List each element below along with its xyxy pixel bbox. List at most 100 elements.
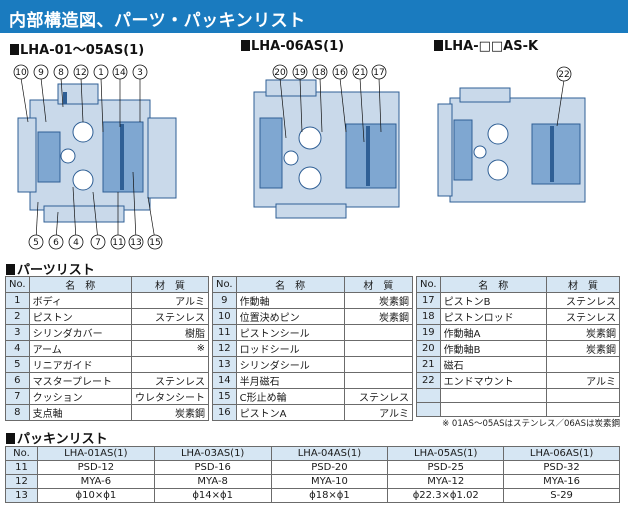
cell-name: ピストン — [28, 308, 133, 325]
callout: 5 — [33, 238, 39, 248]
table-row — [416, 402, 621, 417]
figure-title-k: LHA-□□AS-K — [434, 39, 538, 54]
col-header-name: 名 称 — [439, 276, 547, 293]
table-cell: S-29 — [503, 488, 620, 503]
cell-no: 9 — [212, 292, 237, 309]
cell-no: 8 — [5, 404, 30, 421]
figure-title-01-05: LHA-01～05AS(1) — [10, 39, 144, 58]
cell-no: 16 — [212, 404, 237, 421]
col-header-material: 材 質 — [545, 276, 621, 293]
callout: 9 — [38, 68, 44, 78]
cell-mat: アルミ — [343, 404, 414, 421]
packing-list-title: パッキンリスト — [6, 428, 108, 447]
cell-mat — [343, 356, 414, 373]
cell-mat: 炭素鋼 — [545, 340, 621, 357]
cell-mat — [131, 356, 209, 373]
col-header-no: No. — [212, 276, 237, 293]
table-cell: ϕ14×ϕ1 — [153, 488, 272, 503]
table-cell: MYA-16 — [503, 474, 620, 489]
cell-name: 作動軸 — [235, 292, 345, 309]
col-header: LHA-06AS(1) — [503, 446, 620, 461]
cell-name: 半月磁石 — [235, 372, 345, 389]
cell-mat — [545, 402, 621, 417]
cell-name: 作動軸A — [439, 324, 547, 341]
cell-name: ピストンB — [439, 292, 547, 309]
cell-name: マスタープレート — [28, 372, 133, 389]
cell-mat: アルミ — [131, 292, 209, 309]
table-cell: ϕ22.3×ϕ1.02 — [387, 488, 505, 503]
table-cell: PSD-12 — [36, 460, 155, 475]
cell-name — [439, 402, 547, 417]
callout: 16 — [334, 68, 346, 78]
callout: 3 — [137, 68, 143, 78]
col-header-name: 名 称 — [235, 276, 345, 293]
parts-list-title: パーツリスト — [6, 259, 95, 278]
page-banner: 内部構造図、パーツ・パッキンリスト — [0, 0, 628, 33]
cell-name — [439, 388, 547, 403]
table-cell: PSD-20 — [270, 460, 389, 475]
cell-no: 4 — [5, 340, 30, 357]
cell-name: 支点軸 — [28, 404, 133, 421]
col-header-material: 材 質 — [131, 276, 209, 293]
cell-no — [416, 388, 441, 403]
cell-no: 15 — [212, 388, 237, 405]
cell-mat — [343, 340, 414, 357]
cell-no: 10 — [212, 308, 237, 325]
table-cell: PSD-16 — [153, 460, 272, 475]
cell-no: 21 — [416, 356, 441, 373]
callout: 14 — [114, 68, 126, 78]
cell-no — [416, 402, 441, 417]
cell-name: 作動軸B — [439, 340, 547, 357]
cell-no: 7 — [5, 388, 30, 405]
cross-section-drawing-01-05: 10 9 8 12 1 14 3 5 6 4 7 11 13 15 — [13, 64, 177, 250]
callout: 11 — [112, 238, 123, 248]
callout: 18 — [314, 68, 326, 78]
table-cell: 13 — [5, 488, 38, 503]
callout: 19 — [294, 68, 306, 78]
cell-mat: ステンレス — [545, 292, 621, 309]
cell-name: ピストンロッド — [439, 308, 547, 325]
cell-no: 13 — [212, 356, 237, 373]
callout: 7 — [95, 238, 101, 248]
cell-name: C形止め輪 — [235, 388, 345, 405]
table-cell: MYA-8 — [153, 474, 272, 489]
cell-name: アーム — [28, 340, 133, 357]
cell-name: シリンダカバー — [28, 324, 133, 341]
cell-name: ピストンシール — [235, 324, 345, 341]
table-cell: ϕ18×ϕ1 — [270, 488, 389, 503]
cell-mat: ステンレス — [131, 308, 209, 325]
material-note: ※ 01AS～05ASはステンレス／06ASは炭素鋼 — [442, 419, 620, 429]
table-cell: MYA-6 — [36, 474, 155, 489]
col-header-name: 名 称 — [28, 276, 133, 293]
callout: 15 — [149, 238, 160, 248]
callout: 4 — [73, 238, 79, 248]
cell-name: ロッドシール — [235, 340, 345, 357]
cell-mat: ステンレス — [545, 308, 621, 325]
col-header: LHA-03AS(1) — [153, 446, 272, 461]
cell-no: 6 — [5, 372, 30, 389]
table-row — [416, 388, 621, 403]
callout: 6 — [53, 238, 59, 248]
cell-mat — [343, 324, 414, 341]
cell-name: ボディ — [28, 292, 133, 309]
cell-name: ピストンA — [235, 404, 345, 421]
